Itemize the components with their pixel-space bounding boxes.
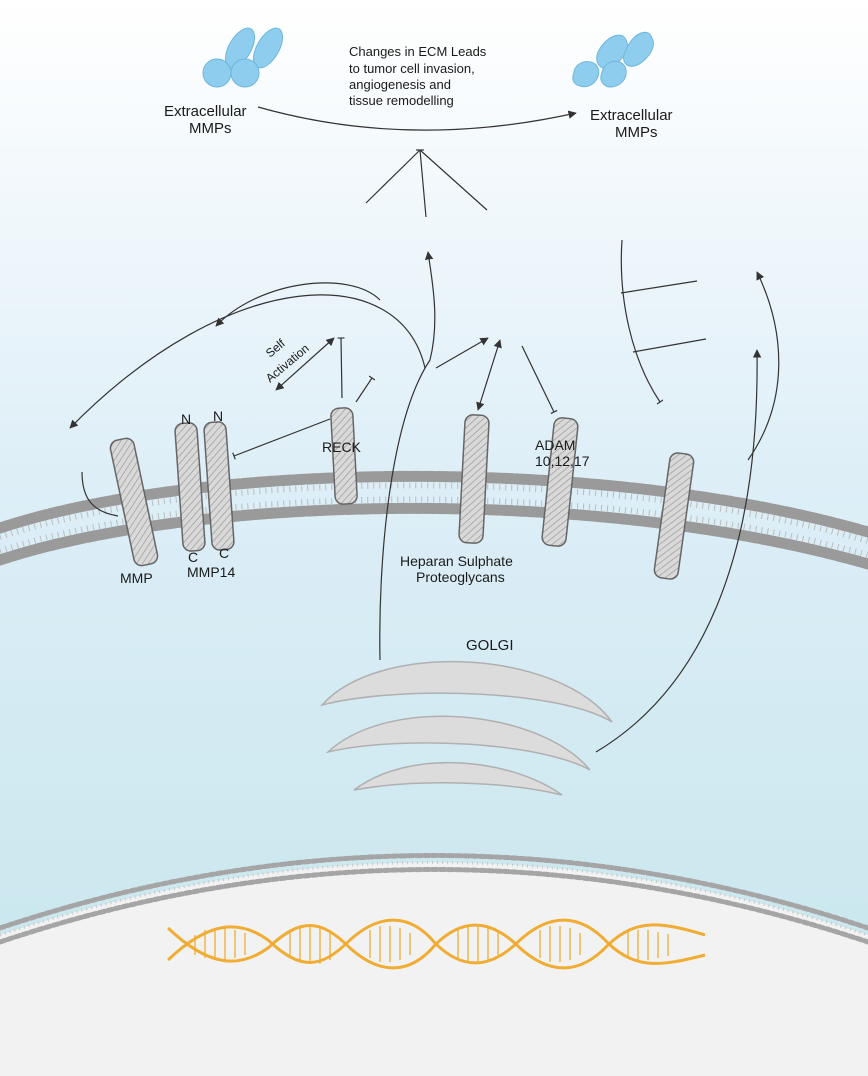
converge-line-right [419, 149, 488, 211]
ecm-note-line3: angiogenesis and [349, 77, 451, 92]
bracket-line-upper [620, 280, 698, 294]
golgi-apparatus [319, 660, 613, 796]
mmp-label: MMP [120, 570, 153, 586]
extracellular-mmps-right-line2: MMPs [615, 124, 658, 141]
adam-label-line1: ADAM [535, 437, 575, 453]
mmp14-a-c-terminal-label: C [188, 549, 198, 565]
hspg-label-line2: Proteoglycans [416, 569, 505, 585]
pathway-connectors [69, 106, 780, 753]
mmp14-label: MMP14 [187, 564, 235, 580]
self-activation-double-arrow [275, 337, 335, 391]
mmp-molecule-active-icon [572, 31, 654, 88]
dna-double-helix-icon [166, 918, 706, 970]
arrow-to-junction [435, 337, 489, 369]
adam-inhibition [521, 345, 558, 415]
extracellular-mmps-right-line1: Extracellular [590, 107, 673, 124]
inhibition-bracket-right [620, 239, 664, 405]
hspg-label-line1: Heparan Sulphate [400, 553, 513, 569]
ecm-note-line1: Changes in ECM Leads [349, 44, 487, 59]
arrow-right-membrane-up [747, 271, 780, 461]
mmp14-b-n-terminal-label: N [213, 408, 223, 424]
secretion-arrow-golgi-right [595, 349, 762, 753]
reck-inhibits-mmp14 [232, 418, 331, 460]
ecm-note-line2: to tumor cell invasion, [349, 61, 475, 76]
heparan-sulphate-proteoglycan-protein [458, 414, 490, 544]
secretion-arrow-golgi-left [379, 251, 436, 661]
golgi-label: GOLGI [466, 637, 514, 654]
mmp14-b-c-terminal-label: C [219, 545, 229, 561]
converge-line-left [365, 149, 421, 204]
unlabeled-membrane-protein [653, 452, 695, 580]
adam-label-line2: 10,12,17 [535, 453, 590, 469]
mmp-membrane-protein [109, 437, 159, 567]
converge-line-middle [419, 149, 427, 218]
hspg-double-arrow [476, 339, 502, 411]
extracellular-mmps-left-line1: Extracellular [164, 103, 247, 120]
bracket-line-lower [632, 338, 707, 353]
arrow-long-arc-to-mmp [69, 294, 426, 429]
extracellular-mmps-left-line2: MMPs [189, 120, 232, 137]
reck-inhibition-up [337, 337, 345, 399]
ecm-note-line4: tissue remodelling [349, 93, 454, 108]
mmp-molecule-icon [202, 27, 284, 88]
adam-protein [541, 417, 579, 547]
mmp14-protein-a [174, 422, 206, 552]
reck-inhibition-diagonal [355, 375, 376, 403]
mmp-hook-line [81, 471, 119, 517]
nucleus [0, 853, 868, 1076]
reck-label: RECK [322, 439, 362, 455]
arrow-arc-inner [215, 282, 381, 327]
activation-arrow-extracellular [257, 106, 577, 131]
reck-protein [330, 407, 358, 505]
mmp14-protein-b [203, 421, 235, 551]
mmp14-a-n-terminal-label: N [181, 411, 191, 427]
